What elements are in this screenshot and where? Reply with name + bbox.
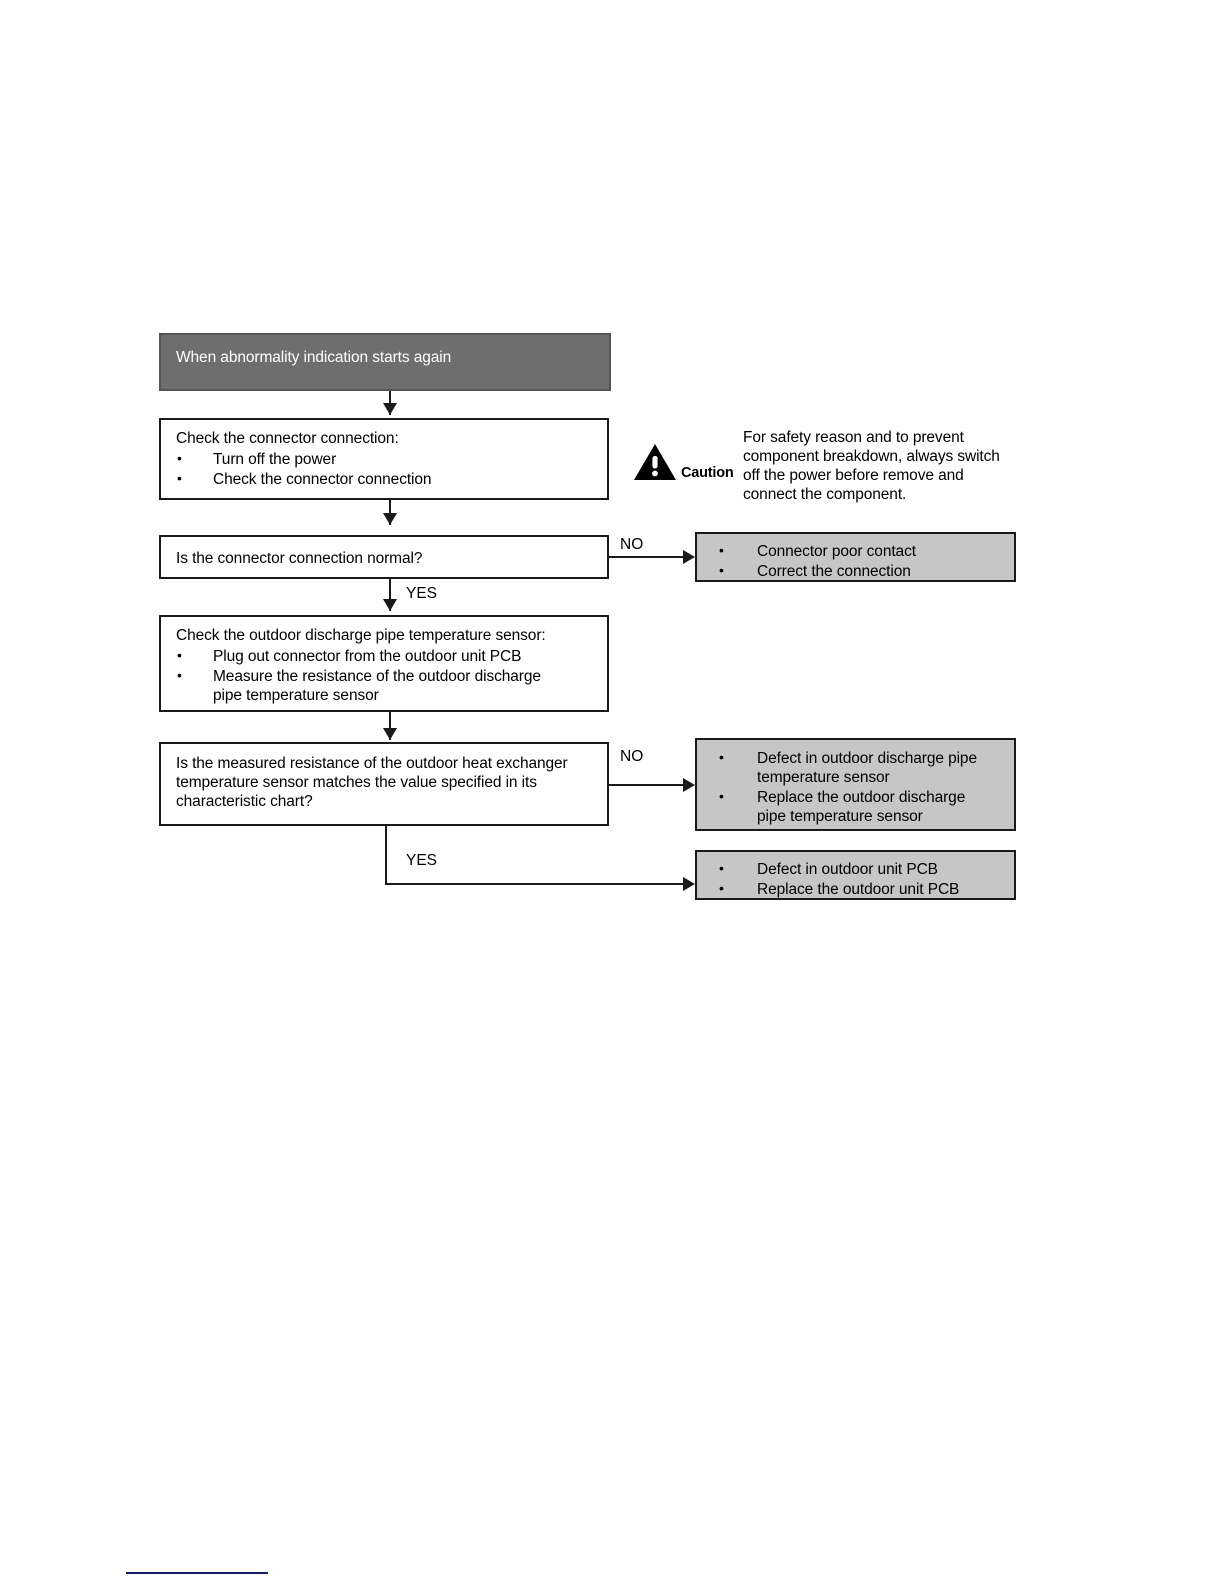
- no-label-2: NO: [620, 748, 644, 765]
- list-item: Replace the outdoor discharge pipe tempe…: [697, 787, 992, 826]
- no-branch-arrow-2: [683, 778, 695, 792]
- connector-line-2: [389, 500, 391, 525]
- connector-arrow-2: [383, 513, 397, 525]
- result-connector-fault-bullets: Connector poor contact Correct the conne…: [697, 541, 1006, 582]
- caution-text: For safety reason and to prevent compone…: [743, 429, 1005, 503]
- connector-arrow-3: [383, 728, 397, 740]
- no-branch-line-1: [609, 556, 687, 558]
- warning-triangle-icon: [633, 443, 677, 481]
- step-check-sensor-box: Check the outdoor discharge pipe tempera…: [159, 615, 609, 712]
- step-check-sensor-heading: Check the outdoor discharge pipe tempera…: [176, 627, 546, 644]
- step-check-sensor-bullets: Plug out connector from the outdoor unit…: [161, 646, 567, 706]
- connector-line-3: [389, 712, 391, 740]
- no-label-1: NO: [620, 536, 644, 553]
- no-branch-line-2: [609, 784, 687, 786]
- list-item: Correct the connection: [697, 561, 1006, 581]
- list-item: Plug out connector from the outdoor unit…: [161, 646, 567, 666]
- yes-branch-line-1: [389, 579, 391, 611]
- no-branch-arrow-1: [683, 550, 695, 564]
- decision-connector-normal-question: Is the connector connection normal?: [176, 550, 423, 567]
- list-item: Check the connector connection: [161, 469, 599, 489]
- flow-title-label: When abnormality indication starts again: [176, 349, 452, 366]
- list-item: Turn off the power: [161, 449, 599, 469]
- list-item: Connector poor contact: [697, 541, 1006, 561]
- result-pcb-defect-box: Defect in outdoor unit PCB Replace the o…: [695, 850, 1016, 900]
- caution-word-label: Caution: [681, 465, 734, 481]
- list-item: Defect in outdoor discharge pipe tempera…: [697, 748, 992, 787]
- result-pcb-defect-bullets: Defect in outdoor unit PCB Replace the o…: [697, 859, 1006, 900]
- list-item: Defect in outdoor unit PCB: [697, 859, 1006, 879]
- result-sensor-defect-bullets: Defect in outdoor discharge pipe tempera…: [697, 748, 992, 827]
- step-check-connector-bullets: Turn off the power Check the connector c…: [161, 449, 599, 490]
- yes-label-1: YES: [406, 585, 438, 602]
- result-connector-fault-box: Connector poor contact Correct the conne…: [695, 532, 1016, 582]
- yes-label-2: YES: [406, 852, 438, 869]
- result-sensor-defect-box: Defect in outdoor discharge pipe tempera…: [695, 738, 1016, 831]
- list-item: Measure the resistance of the outdoor di…: [161, 666, 567, 705]
- yes-branch-arrow-1: [383, 599, 397, 611]
- decision-connector-normal-box: Is the connector connection normal?: [159, 535, 609, 579]
- decision-resistance-match-box: Is the measured resistance of the outdoo…: [159, 742, 609, 826]
- yes-branch-line-2-vertical: [385, 826, 387, 885]
- footer-divider: [126, 1572, 268, 1574]
- decision-resistance-match-question: Is the measured resistance of the outdoo…: [176, 755, 572, 810]
- flow-title-box: When abnormality indication starts again: [159, 333, 611, 391]
- yes-branch-line-2-horizontal: [385, 883, 687, 885]
- list-item: Replace the outdoor unit PCB: [697, 879, 1006, 899]
- connector-arrow-1: [383, 403, 397, 415]
- yes-branch-arrow-2: [683, 877, 695, 891]
- caution-note: Caution For safety reason and to prevent…: [628, 425, 1008, 505]
- step-check-connector-heading: Check the connector connection:: [176, 430, 399, 447]
- step-check-connector-box: Check the connector connection: Turn off…: [159, 418, 609, 500]
